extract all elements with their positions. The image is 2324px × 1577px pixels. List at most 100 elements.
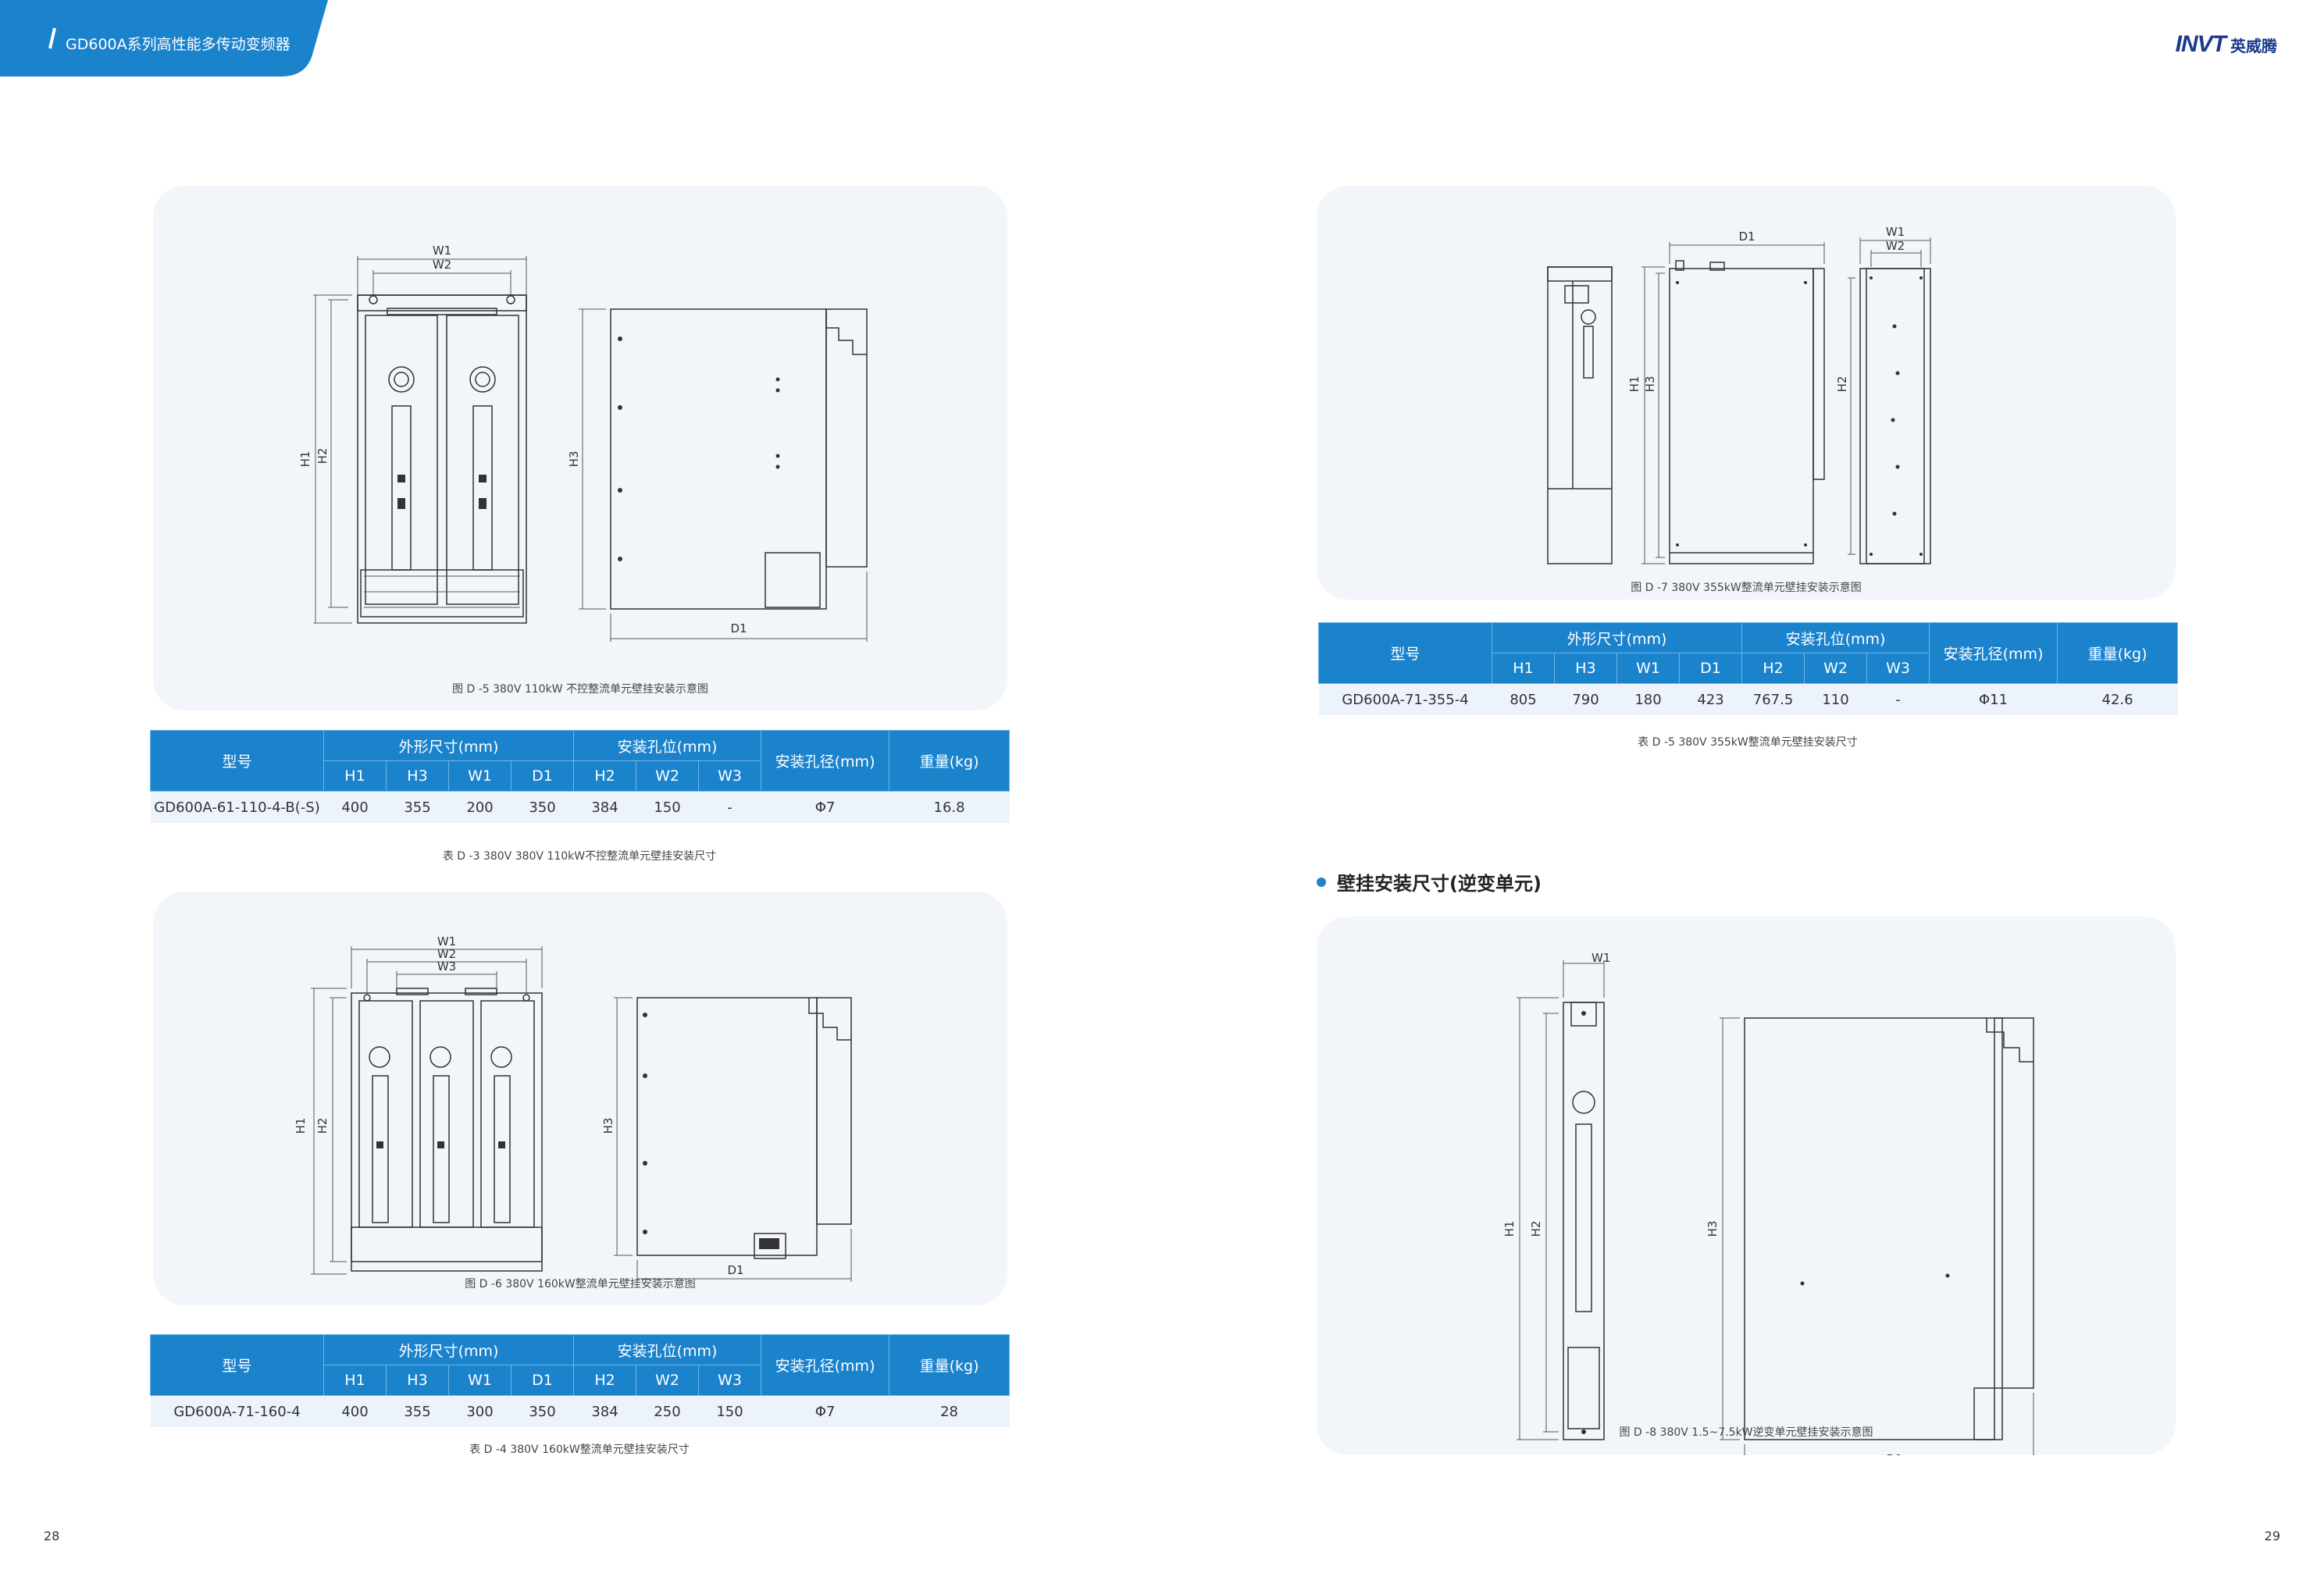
cell-model: GD600A-71-160-4 xyxy=(150,1395,324,1427)
figure-panel-d7 xyxy=(1317,186,2176,600)
th-h3: H3 xyxy=(386,760,449,792)
figure-panel-d8 xyxy=(1317,917,2176,1455)
cell-w2: 150 xyxy=(636,791,699,823)
dim-d1-label: D1 xyxy=(1738,230,1755,244)
cell-h2: 384 xyxy=(573,791,636,823)
th-d1: D1 xyxy=(1678,653,1743,684)
dim-w1-label: W1 xyxy=(1592,951,1610,965)
cell-w1: 300 xyxy=(448,1395,511,1427)
cell-h1: 805 xyxy=(1492,683,1555,715)
table-row: GD600A-61-110-4-B(-S) 400 355 200 350 38… xyxy=(150,791,1010,823)
dim-h3-label: H3 xyxy=(1643,376,1657,393)
header-title: GD600A系列高性能多传动变频器 xyxy=(66,36,290,53)
dim-h2-label: H2 xyxy=(1835,376,1849,393)
th-w2: W2 xyxy=(1804,653,1868,684)
cell-model: GD600A-61-110-4-B(-S) xyxy=(150,791,324,823)
dim-h2-label: H2 xyxy=(315,448,330,465)
th-w1: W1 xyxy=(448,1365,511,1396)
th-w3: W3 xyxy=(1866,653,1930,684)
table-row: GD600A-71-355-4 805 790 180 423 767.5 11… xyxy=(1318,683,2178,715)
cell-hole: Φ11 xyxy=(1929,683,2058,715)
th-h2: H2 xyxy=(1741,653,1805,684)
th-w1: W1 xyxy=(448,760,511,792)
page-number-left: 28 xyxy=(44,1529,60,1543)
th-d1: D1 xyxy=(510,760,575,792)
th-hole: 安装孔径(mm) xyxy=(1929,622,2058,684)
th-d1: D1 xyxy=(510,1365,575,1396)
th-w3: W3 xyxy=(698,760,762,792)
dim-d1-label: D1 xyxy=(727,1263,743,1277)
figure-caption-d6: 图 D -6 380V 160kW整流单元壁挂安装示意图 xyxy=(465,1278,696,1290)
dim-d1-label: D1 xyxy=(1886,1452,1902,1455)
cell-model: GD600A-71-355-4 xyxy=(1318,683,1492,715)
th-w1: W1 xyxy=(1616,653,1680,684)
th-mount: 安装孔位(mm) xyxy=(1741,622,1930,653)
th-mount: 安装孔位(mm) xyxy=(573,730,762,761)
figure-caption-d5: 图 D -5 380V 110kW 不控整流单元壁挂安装示意图 xyxy=(452,683,708,696)
dim-h2-label: H2 xyxy=(315,1118,330,1134)
cell-h3: 355 xyxy=(386,1395,449,1427)
cell-h2: 767.5 xyxy=(1741,683,1805,715)
spec-table-d4: 型号 外形尺寸(mm) 安装孔位(mm) 安装孔径(mm) 重量(kg) H1 … xyxy=(150,1334,1011,1427)
th-w2: W2 xyxy=(636,1365,700,1396)
th-mount: 安装孔位(mm) xyxy=(573,1334,762,1365)
dim-w1-label: W1 xyxy=(433,244,451,258)
drawing-d6: W1 W2 W3 H1 H2 H3 D1 xyxy=(294,934,852,1282)
th-h3: H3 xyxy=(1554,653,1617,684)
th-weight: 重量(kg) xyxy=(889,730,1011,792)
figure-panel-d6 xyxy=(153,892,1007,1305)
cell-weight: 42.6 xyxy=(2057,683,2178,715)
cell-hole: Φ7 xyxy=(761,791,889,823)
table-caption-d3: 表 D -3 380V 380V 110kW不控整流单元壁挂安装尺寸 xyxy=(442,850,717,863)
dim-h3-label: H3 xyxy=(1706,1221,1720,1237)
dim-w2-label: W2 xyxy=(1886,239,1905,253)
cell-weight: 16.8 xyxy=(889,791,1010,823)
table-caption-d4: 表 D -4 380V 160kW整流单元壁挂安装尺寸 xyxy=(469,1444,690,1456)
figure-panel-d5 xyxy=(153,186,1007,710)
spec-table-d5: 型号 外形尺寸(mm) 安装孔位(mm) 安装孔径(mm) 重量(kg) H1 … xyxy=(1318,622,2179,715)
dim-h2-label: H2 xyxy=(1529,1221,1543,1237)
cell-d1: 350 xyxy=(511,791,574,823)
dim-w2-label: W2 xyxy=(433,258,451,272)
cell-h3: 355 xyxy=(386,791,449,823)
dim-d1-label: D1 xyxy=(730,621,747,635)
section-bullet-icon xyxy=(1317,877,1326,887)
th-h1: H1 xyxy=(323,760,387,792)
cell-h2: 384 xyxy=(573,1395,636,1427)
cell-weight: 28 xyxy=(889,1395,1010,1427)
brand-logo: INVT 英威腾 xyxy=(2176,31,2277,58)
cell-hole: Φ7 xyxy=(761,1395,889,1427)
dim-h1-label: H1 xyxy=(1627,376,1641,393)
drawing-d8: W1 H1 H2 H3 D1 xyxy=(1502,951,2034,1455)
cell-w2: 110 xyxy=(1804,683,1867,715)
dim-h3-label: H3 xyxy=(601,1118,615,1134)
cell-d1: 350 xyxy=(511,1395,574,1427)
th-model: 型号 xyxy=(1318,622,1492,684)
cell-w3: - xyxy=(698,791,761,823)
cell-w3: - xyxy=(1866,683,1930,715)
cell-w1: 200 xyxy=(448,791,511,823)
dim-w1-label: W1 xyxy=(437,934,456,949)
th-outline: 外形尺寸(mm) xyxy=(323,1334,575,1365)
th-h1: H1 xyxy=(1492,653,1555,684)
table-row: GD600A-71-160-4 400 355 300 350 384 250 … xyxy=(150,1395,1010,1427)
terminal-block-icon xyxy=(759,1238,779,1249)
th-h2: H2 xyxy=(573,1365,637,1396)
th-outline: 外形尺寸(mm) xyxy=(1491,622,1743,653)
cell-w2: 250 xyxy=(636,1395,699,1427)
th-h1: H1 xyxy=(323,1365,387,1396)
table-caption-d5: 表 D -5 380V 355kW整流单元壁挂安装尺寸 xyxy=(1638,736,1858,749)
th-weight: 重量(kg) xyxy=(2057,622,2179,684)
dim-h1-label: H1 xyxy=(294,1118,308,1134)
th-h2: H2 xyxy=(573,760,637,792)
dim-h1-label: H1 xyxy=(1502,1221,1517,1237)
section-title: 壁挂安装尺寸(逆变单元) xyxy=(1337,873,1542,895)
th-model: 型号 xyxy=(150,730,324,792)
cell-h1: 400 xyxy=(323,791,387,823)
figure-caption-d8: 图 D -8 380V 1.5~7.5kW逆变单元壁挂安装示意图 xyxy=(1619,1426,1873,1439)
cell-d1: 423 xyxy=(1679,683,1742,715)
dim-h3-label: H3 xyxy=(567,451,581,468)
dim-h1-label: H1 xyxy=(298,451,312,468)
drawing-d5: W1 W2 H1 H2 H3 D1 xyxy=(298,244,868,642)
cell-w1: 180 xyxy=(1616,683,1680,715)
